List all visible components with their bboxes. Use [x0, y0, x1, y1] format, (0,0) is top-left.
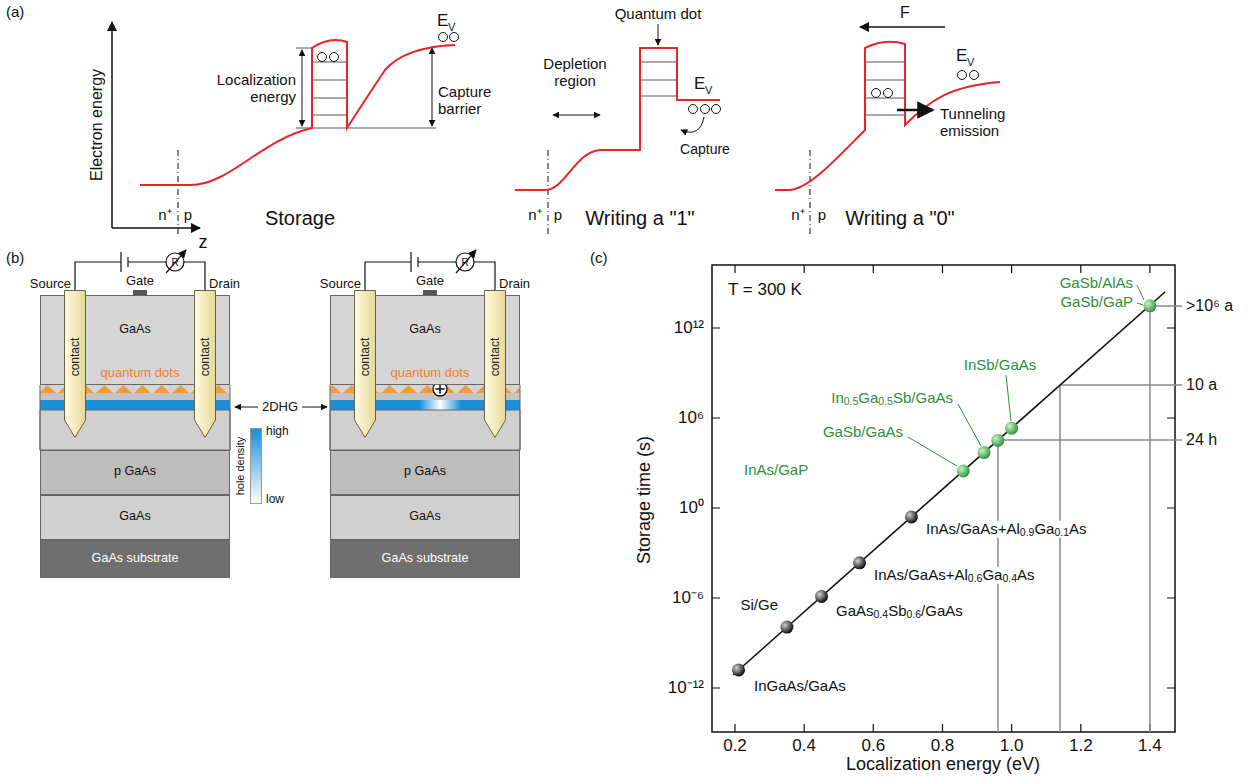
layer-label: 2DHG	[262, 400, 298, 414]
legend-swatch	[250, 428, 262, 466]
reference-label: 24 h	[1186, 431, 1217, 449]
contact-label: contact	[198, 337, 212, 376]
tick-label: 10⁻⁶	[672, 589, 704, 608]
legend-text: low	[266, 493, 284, 506]
contact-label: contact	[358, 337, 372, 376]
resistor-symbol: R	[461, 257, 468, 268]
layer-name: p GaAs	[41, 451, 229, 478]
doping-label: n⁺	[528, 207, 541, 224]
tick-label: 0.8	[931, 737, 955, 756]
tick-label: 10⁻¹²	[668, 679, 704, 698]
tick-label: 0.2	[723, 737, 747, 756]
doping-label: n⁺	[791, 207, 804, 224]
tick-label: 1.2	[1069, 737, 1093, 756]
layer-name: GaAs	[41, 496, 229, 523]
terminal-label: Source	[30, 277, 71, 291]
point-label: GaSb/GaP	[1058, 294, 1135, 311]
point-label: InAs/GaP	[742, 462, 810, 479]
point-label: GaAs0.4Sb0.6/GaAs	[834, 603, 965, 620]
doping-label: p	[818, 207, 826, 224]
circuit	[75, 250, 495, 290]
tick-label: 0.6	[861, 737, 885, 756]
terminal-label: Gate	[416, 274, 444, 288]
axis-title: Localization energy (eV)	[846, 755, 1040, 775]
axis-title: z	[199, 233, 208, 253]
legend-title: hole density	[234, 437, 246, 496]
band-edge-subscript: V	[967, 56, 974, 68]
layer-label: quantum dots	[101, 366, 180, 380]
layer-name: p GaAs	[331, 451, 519, 478]
point-label: Si/Ge	[738, 597, 780, 614]
reference-label: 10 a	[1186, 376, 1217, 394]
contact-electrode: contact	[484, 290, 506, 438]
tick-label: 10⁶	[678, 409, 704, 428]
band-edge-label: E	[437, 12, 448, 31]
point-label: InAs/GaAs+Al0.6Ga0.4As	[872, 567, 1037, 584]
reference-label: >10⁶ a	[1186, 297, 1233, 315]
doping-label: n⁺	[158, 207, 171, 224]
axis-title: Storage time (s)	[635, 436, 655, 564]
tick-label: 10¹²	[674, 319, 704, 338]
chart	[712, 265, 1182, 732]
panel-caption: Storage	[265, 207, 335, 229]
field-label: F	[900, 4, 910, 22]
annotation: Localization energy	[204, 72, 296, 105]
annotation: Quantum dot	[615, 6, 702, 23]
tick-label: 1.0	[1000, 737, 1024, 756]
tick-label: 10⁰	[679, 499, 704, 518]
band-edge-subscript: V	[448, 21, 455, 33]
terminal-label: Source	[320, 277, 361, 291]
doping-label: p	[184, 207, 192, 224]
panel-letter: (a)	[6, 4, 24, 21]
data-points	[732, 299, 1156, 676]
contact-label: contact	[488, 337, 502, 376]
annotation: Tunneling emission	[940, 106, 1024, 139]
annotation: Capture barrier	[438, 84, 500, 117]
legend-swatch	[250, 466, 262, 504]
device-cross-sections	[40, 250, 520, 450]
layer-name: GaAs substrate	[331, 541, 519, 565]
terminal-label: Drain	[499, 277, 530, 291]
tick-label: 1.4	[1138, 737, 1162, 756]
gaas-layer: GaAs	[330, 495, 520, 540]
band-edge-label: E	[694, 75, 705, 94]
panel-letter: (b)	[6, 250, 24, 267]
point-label: InSb/GaAs	[962, 357, 1039, 374]
layer-name: GaAs	[331, 496, 519, 523]
panel-caption: Writing a "1"	[585, 207, 694, 229]
axis-title: Electron energy	[88, 69, 106, 181]
p-gaas-layer: p GaAs	[40, 450, 230, 495]
substrate-layer: GaAs substrate	[40, 540, 230, 578]
layer-name: GaAs substrate	[41, 541, 229, 565]
annotation: Depletion region	[534, 56, 616, 89]
band-edge-subscript: V	[705, 84, 712, 96]
band-edge-label: E	[956, 47, 967, 66]
point-label: In0.5Ga0.5Sb/GaAs	[829, 390, 955, 407]
contact-electrode: contact	[194, 290, 216, 438]
contact-electrode: contact	[354, 290, 376, 438]
panel-caption: Writing a "0"	[845, 207, 954, 229]
resistor-symbol: R	[171, 257, 178, 268]
panel-letter: (c)	[590, 250, 608, 267]
layer-label: quantum dots	[391, 366, 470, 380]
contact-label: contact	[68, 337, 82, 376]
point-label: InAs/GaAs+Al0.9Ga0.1As	[924, 521, 1089, 538]
chart-note: T = 300 K	[728, 281, 802, 300]
contact-electrode: contact	[64, 290, 86, 438]
terminal-label: Drain	[209, 277, 240, 291]
legend-text: high	[266, 425, 289, 438]
point-label: GaSb/GaAs	[821, 424, 905, 441]
tick-label: 0.4	[792, 737, 816, 756]
annotation: Capture	[680, 142, 730, 157]
substrate-layer: GaAs substrate	[330, 540, 520, 578]
point-label: GaSb/AlAs	[1058, 275, 1135, 292]
point-label: InGaAs/GaAs	[752, 678, 848, 695]
doping-label: p	[554, 207, 562, 224]
p-gaas-layer: p GaAs	[330, 450, 520, 495]
terminal-label: Gate	[126, 274, 154, 288]
band-diagrams	[112, 22, 1000, 235]
gaas-layer: GaAs	[40, 495, 230, 540]
